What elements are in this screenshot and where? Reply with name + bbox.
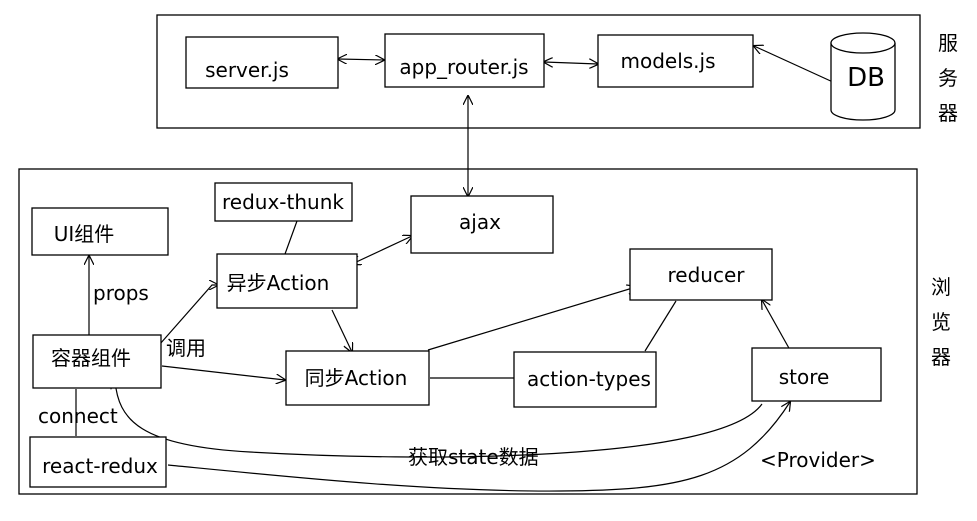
edge-store-reducer (762, 300, 791, 351)
svg-text:store: store (779, 365, 830, 389)
svg-text:DB: DB (847, 63, 885, 93)
svg-text:异步Action: 异步Action (227, 271, 330, 295)
node-store: store (751, 347, 882, 402)
svg-text:器: 器 (938, 101, 958, 125)
svg-text:浏: 浏 (931, 275, 951, 299)
node-reducer: reducer (629, 248, 773, 301)
node-action-types: action-types (513, 351, 657, 408)
node-redux-thunk: redux-thunk (214, 182, 353, 222)
node-models: models.js (597, 34, 754, 88)
edge-thunk-async (284, 220, 298, 255)
label-provider: <Provider> (760, 448, 876, 472)
edge-sync-reducer (427, 287, 636, 351)
node-server-js: server.js (185, 36, 339, 89)
svg-text:server.js: server.js (205, 58, 289, 82)
svg-text:器: 器 (931, 345, 951, 369)
svg-text:览: 览 (931, 310, 951, 334)
node-container: 容器组件 (32, 334, 162, 389)
node-app-router: app_router.js (384, 33, 545, 88)
label-props: props (93, 281, 149, 305)
svg-text:redux-thunk: redux-thunk (222, 190, 344, 214)
label-connect: connect (38, 404, 118, 428)
server-region-frame (156, 14, 921, 129)
node-react-redux: react-redux (29, 436, 167, 488)
node-ui: UI组件 (31, 207, 169, 256)
node-sync-action: 同步Action (285, 350, 430, 406)
edge-redux-store (167, 402, 790, 492)
edge-ajax-async (352, 236, 412, 264)
node-db: DB (830, 32, 896, 121)
svg-text:action-types: action-types (527, 367, 651, 391)
svg-text:UI组件: UI组件 (54, 222, 115, 246)
edge-container-sync (161, 365, 285, 380)
label-call: 调用 (166, 336, 206, 360)
edge-server-router (338, 59, 384, 60)
svg-text:服: 服 (938, 31, 958, 55)
svg-text:务: 务 (938, 66, 958, 90)
svg-text:models.js: models.js (620, 49, 715, 73)
svg-text:app_router.js: app_router.js (399, 55, 528, 79)
edge-container-async (159, 285, 218, 345)
edge-router-models (544, 62, 598, 64)
node-ajax: ajax (410, 195, 554, 254)
edge-store-container (115, 380, 763, 458)
edge-async-sync (331, 309, 352, 352)
server-region-label: 服 务 器 (938, 31, 958, 125)
node-async-action: 异步Action (216, 253, 358, 309)
svg-text:容器组件: 容器组件 (51, 346, 131, 370)
svg-text:react-redux: react-redux (42, 454, 158, 478)
label-get-state: 获取state数据 (408, 445, 539, 469)
connections (75, 46, 846, 492)
svg-text:同步Action: 同步Action (305, 366, 408, 390)
svg-text:ajax: ajax (459, 210, 501, 234)
svg-text:reducer: reducer (668, 263, 746, 287)
browser-region-label: 浏 览 器 (931, 275, 951, 369)
edge-types-reducer (644, 300, 677, 352)
